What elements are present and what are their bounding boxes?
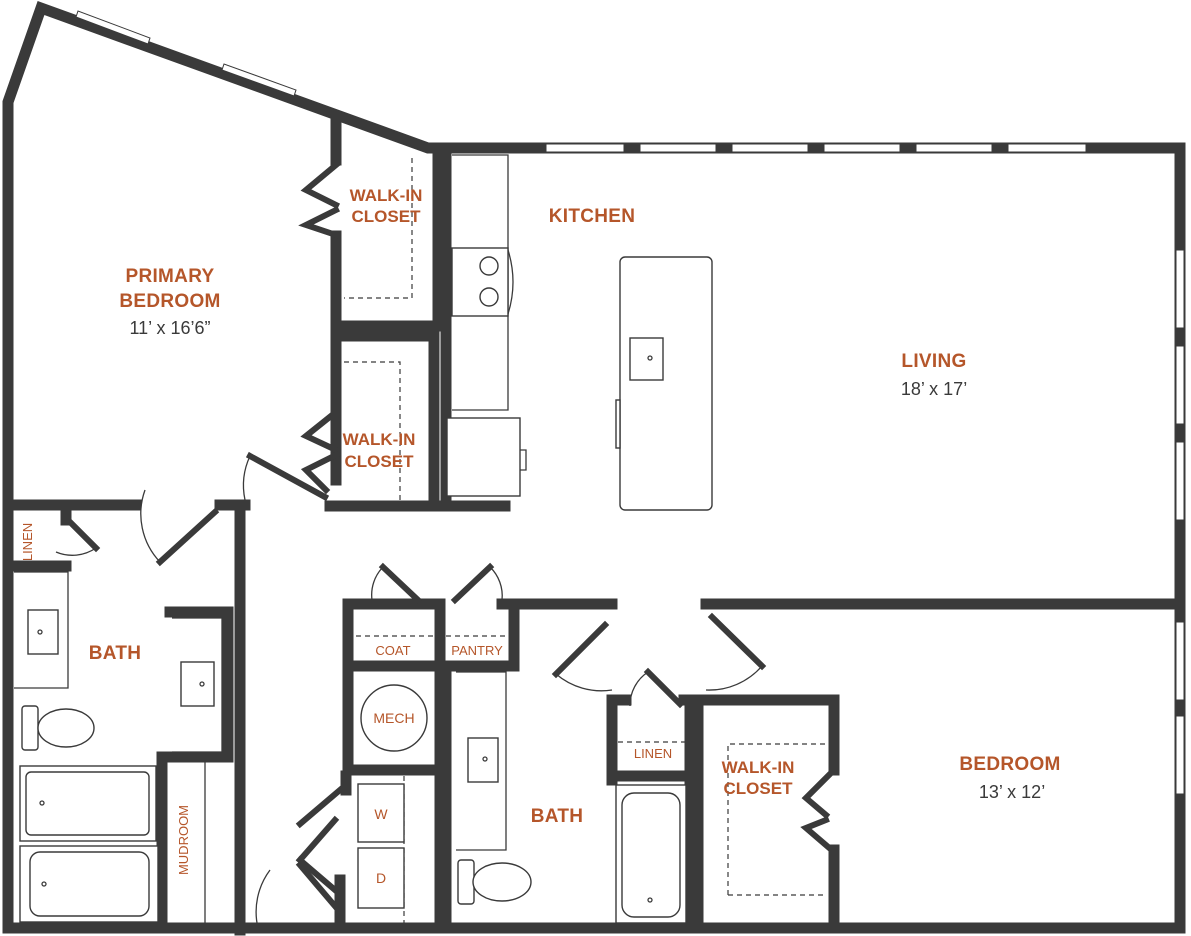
- kitchen-island: [619, 256, 713, 511]
- toilet-icon: [472, 862, 532, 902]
- kitchen-fixtures: [446, 154, 713, 511]
- sink-icon: [27, 609, 59, 655]
- walk-in-closet-mid-label-2: CLOSET: [345, 452, 415, 471]
- room-labels: PRIMARY BEDROOM 11’ x 16’6” WALK-IN CLOS…: [20, 186, 1060, 886]
- window-diag-2: [221, 63, 297, 97]
- island-sink: [629, 337, 664, 381]
- walk-in-closet-top-label-2: CLOSET: [352, 207, 422, 226]
- primary-bedroom-label: PRIMARY: [125, 266, 214, 287]
- walk-in-closet-mid-label: WALK-IN: [343, 430, 416, 449]
- window-top-5: [915, 143, 993, 153]
- primary-bedroom-dims: 11’ x 16’6”: [129, 318, 210, 338]
- window-right-2: [1175, 345, 1185, 425]
- bath-left-label: BATH: [89, 643, 142, 664]
- left-bath-fixtures: [14, 571, 223, 924]
- burner-icon: [479, 287, 499, 307]
- mudroom-label: MUDROOM: [176, 805, 191, 875]
- bedroom-dims: 13’ x 12’: [979, 782, 1045, 802]
- window-right-5: [1175, 715, 1185, 795]
- window-right-4: [1175, 621, 1185, 701]
- bath-center-label: BATH: [531, 806, 584, 827]
- walk-in-closet-right-label: WALK-IN: [722, 758, 795, 777]
- toilet-tank: [21, 705, 39, 751]
- dryer-label: D: [376, 870, 386, 886]
- burner-icon: [479, 256, 499, 276]
- windows: [75, 10, 1185, 795]
- mech-unit: [360, 684, 428, 752]
- walk-in-closet-right-label-2: CLOSET: [724, 779, 794, 798]
- window-top-4: [823, 143, 901, 153]
- doors: [55, 160, 839, 929]
- living-label: LIVING: [901, 351, 966, 372]
- dryer: [357, 847, 405, 909]
- washer-label: W: [374, 806, 388, 822]
- living-dims: 18’ x 17’: [901, 379, 967, 399]
- center-fixtures: [357, 671, 687, 924]
- window-top-2: [639, 143, 717, 153]
- mech-label: MECH: [373, 710, 414, 726]
- bedroom-label: BEDROOM: [959, 754, 1060, 775]
- toilet-icon: [37, 708, 95, 748]
- window-top-3: [731, 143, 809, 153]
- window-top-6: [1007, 143, 1087, 153]
- range: [451, 247, 509, 317]
- window-top-1: [545, 143, 625, 153]
- pantry-label: PANTRY: [451, 643, 503, 658]
- window-diag-1: [75, 10, 151, 45]
- toilet-tank: [457, 859, 475, 905]
- linen-center-label: LINEN: [634, 746, 672, 761]
- window-right-3: [1175, 441, 1185, 521]
- kitchen-label: KITCHEN: [549, 206, 636, 227]
- primary-bedroom-label-2: BEDROOM: [119, 291, 220, 312]
- walk-in-closet-top-label: WALK-IN: [350, 186, 423, 205]
- sink-icon: [180, 661, 215, 707]
- window-right-1: [1175, 249, 1185, 329]
- refrigerator: [446, 417, 521, 497]
- washer: [357, 783, 405, 843]
- coat-label: COAT: [375, 643, 410, 658]
- linen-left-label: LINEN: [20, 523, 35, 561]
